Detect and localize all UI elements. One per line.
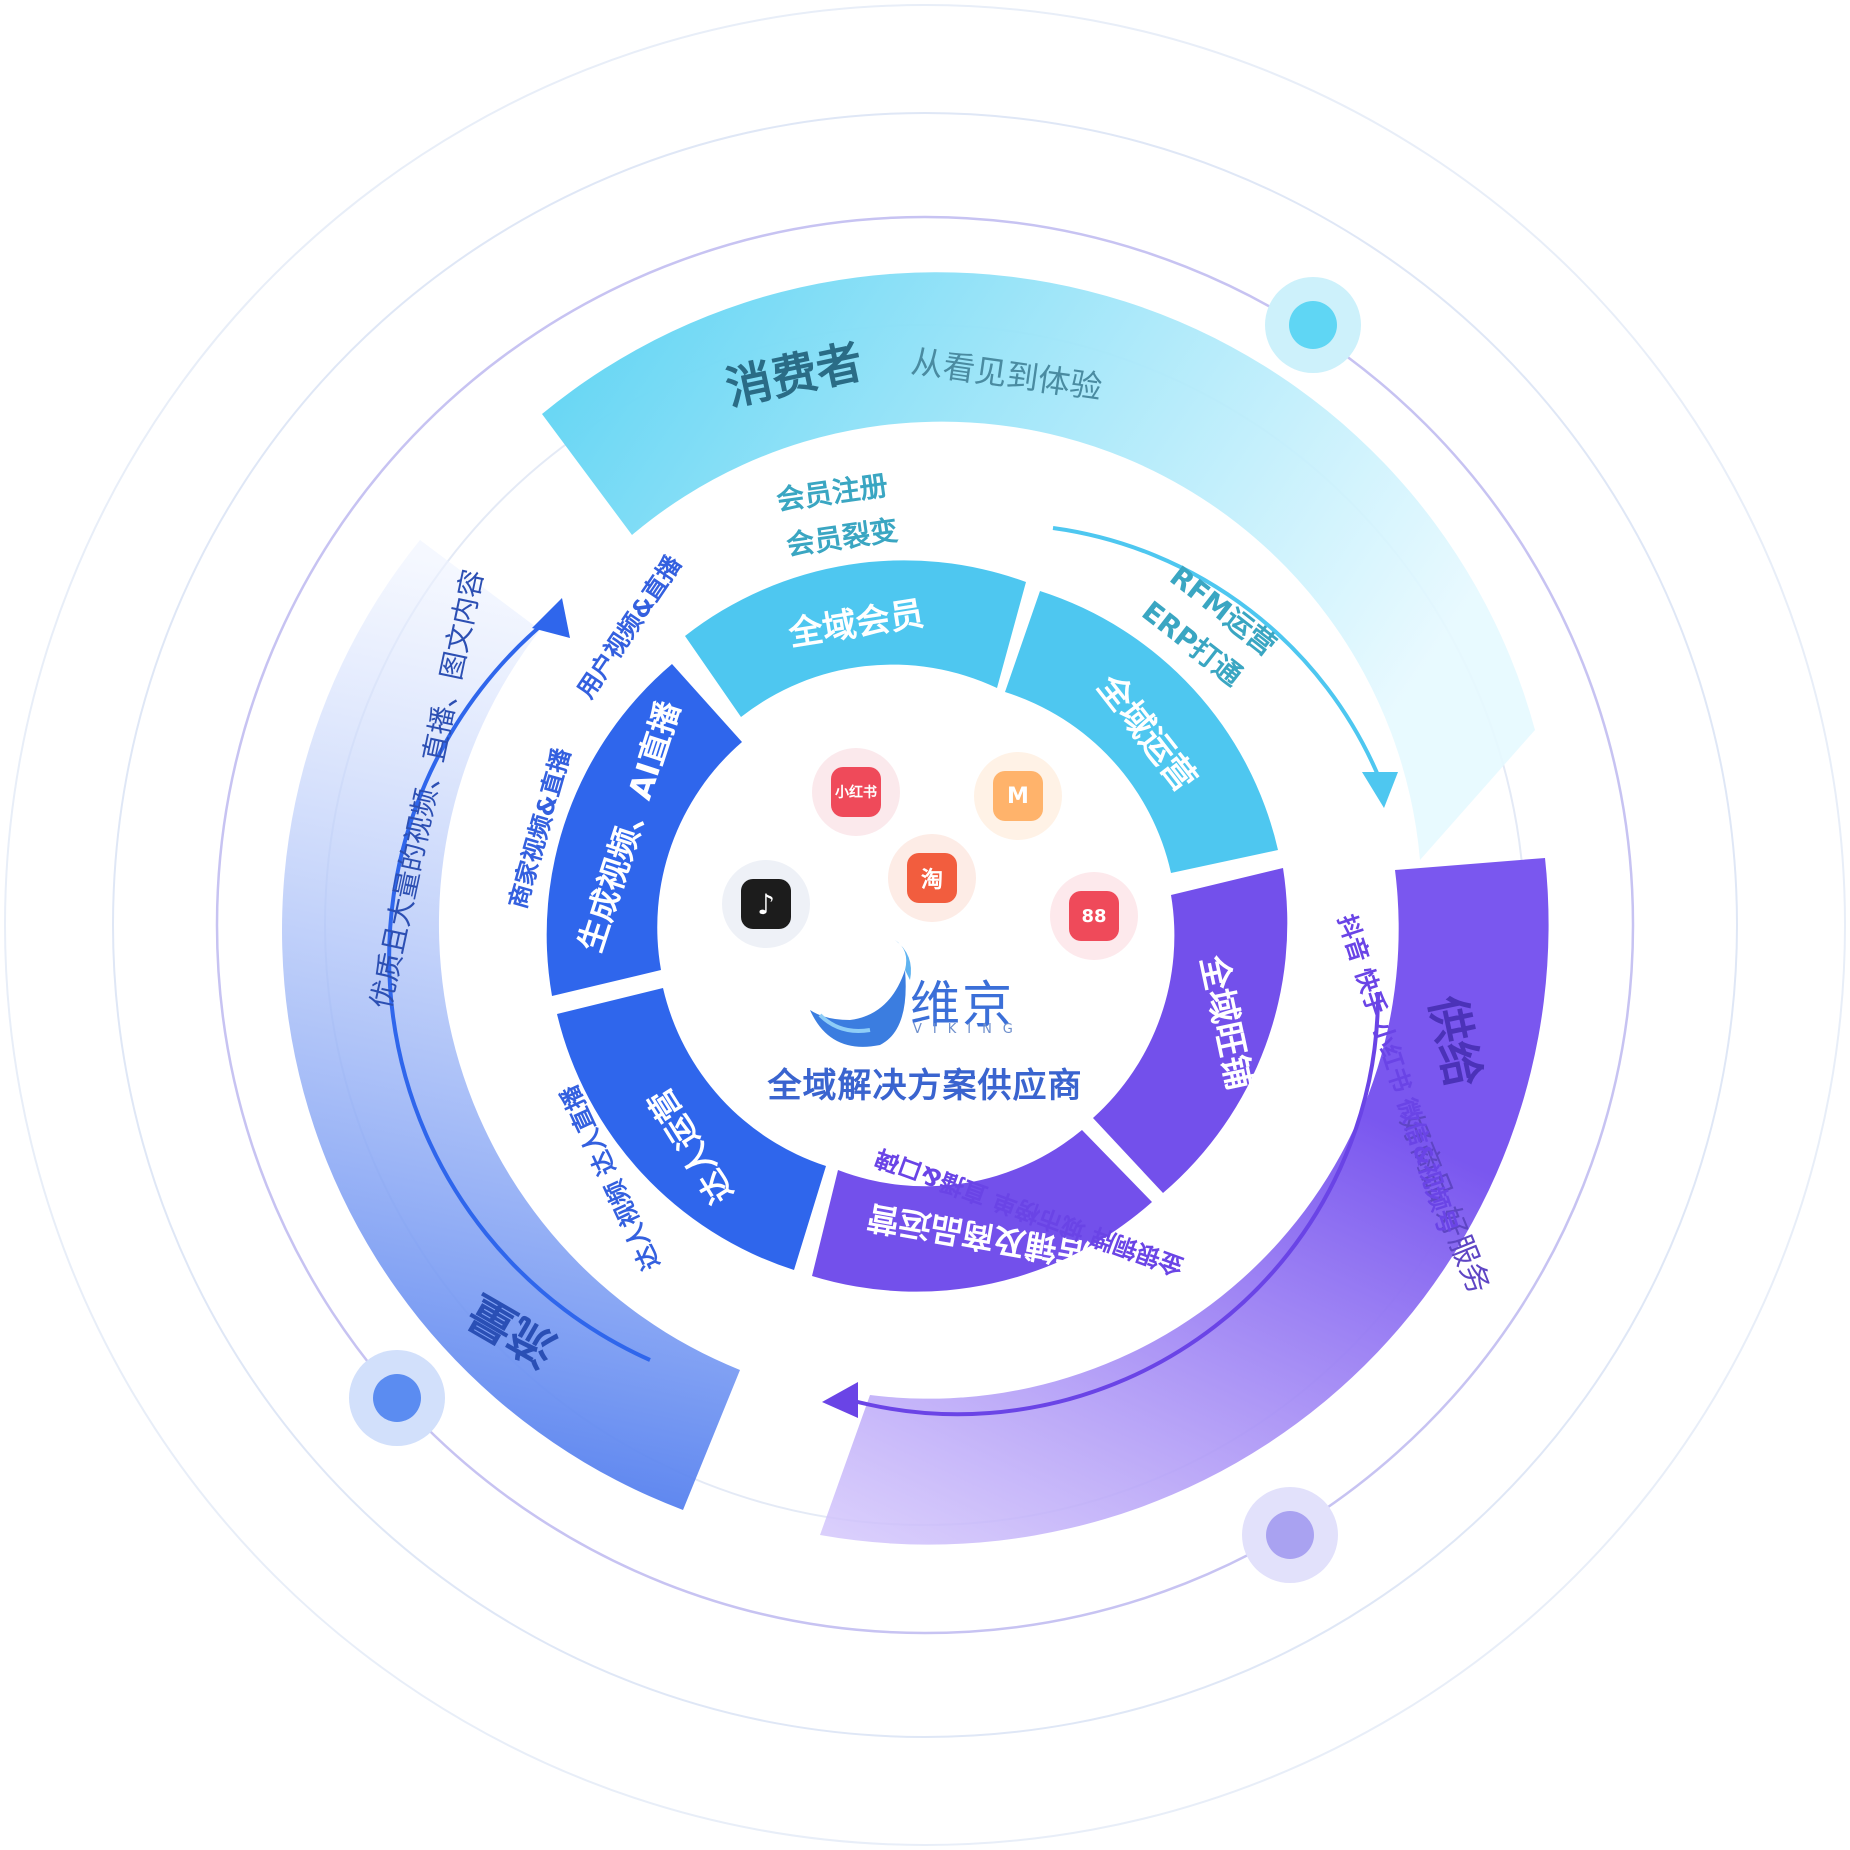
taobao-app[interactable]: 淘 — [888, 834, 976, 922]
arrowhead-purple-icon — [822, 1382, 858, 1418]
cycle-arrow-blue — [387, 616, 651, 1362]
douyin-icon: ♪ — [741, 879, 791, 929]
kuaishou-app[interactable]: 88 — [1050, 872, 1138, 960]
arrowhead-blue-icon — [532, 598, 570, 638]
segment-store[interactable] — [812, 1130, 1152, 1292]
xiaohongshu-app[interactable]: 小红书 — [812, 748, 900, 836]
segment-kol[interactable] — [557, 988, 826, 1270]
kuaishou-icon: 88 — [1069, 891, 1119, 941]
cycle-arrow-cyan — [1052, 526, 1382, 781]
xiaohongshu-icon: 小红书 — [831, 767, 881, 817]
traffic-band — [282, 540, 740, 1510]
weimob-icon: M — [993, 771, 1043, 821]
supply-band — [820, 858, 1549, 1545]
douyin-app[interactable]: ♪ — [722, 860, 810, 948]
segment-member[interactable] — [685, 560, 1026, 717]
orbit-dots — [349, 277, 1361, 1583]
consumer-band — [542, 272, 1535, 860]
segment-shop[interactable] — [1093, 868, 1288, 1193]
member-note-2: 会员裂变 — [784, 514, 900, 562]
segment-ops[interactable] — [1005, 591, 1278, 873]
cycle-arrow-purple — [849, 991, 1381, 1417]
segment-video[interactable] — [546, 664, 742, 996]
taobao-icon: 淘 — [907, 853, 957, 903]
viking-logo-icon — [810, 940, 911, 1047]
weimob-app[interactable]: M — [974, 752, 1062, 840]
inner-ring — [546, 560, 1288, 1292]
member-note-1: 会员注册 — [774, 469, 890, 517]
arrowhead-cyan-icon — [1362, 772, 1398, 808]
